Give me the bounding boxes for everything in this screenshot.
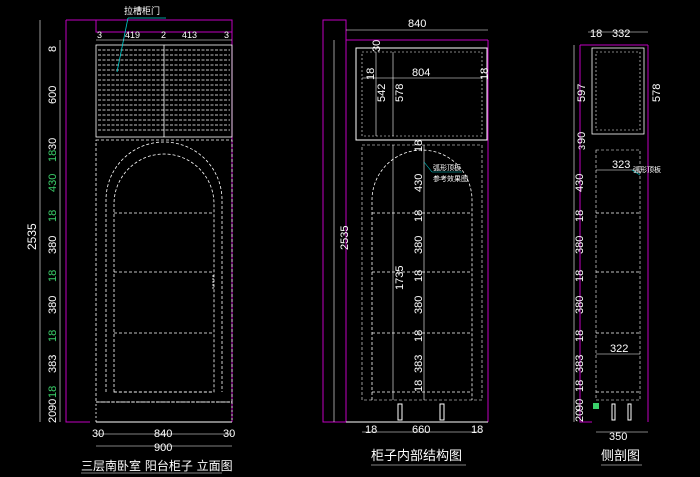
interior-side-dim-2: 18: [365, 68, 377, 80]
interior-shelf-dim-9: 18: [413, 380, 425, 392]
front-arch: [105, 141, 223, 392]
interior-box-dim-1: 542: [376, 84, 388, 102]
front-left-dim-3: 30: [47, 138, 59, 150]
interior-side-dim-3: 18: [479, 68, 491, 80]
front-left-dim-2: 600: [47, 86, 59, 104]
side-section-view: 18 332 597 578 3 90 430 18 380 18 380 18…: [573, 28, 663, 466]
side-shelf-dim-2: 18: [574, 210, 586, 222]
front-left-dim-5: 430: [47, 174, 59, 192]
side-shelf-dim-9: 90: [574, 399, 586, 411]
interior-shelf-dim-1: 18: [413, 140, 425, 152]
side-view-title: 侧剖图: [601, 449, 640, 464]
front-top-dim-4: 413: [182, 30, 197, 40]
side-top-dim-2: 332: [612, 28, 630, 40]
interior-note-arched-top: 弧形顶板: [433, 163, 461, 172]
front-left-dim-13: 90: [47, 399, 59, 411]
side-dim-323: 323: [612, 159, 630, 171]
side-depth: 350: [609, 431, 627, 443]
interior-top-width: 840: [408, 18, 426, 30]
front-total-height: 2535: [25, 223, 39, 250]
interior-shelf-dim-7: 18: [413, 330, 425, 342]
front-total-width: 900: [154, 442, 172, 454]
slatted-door-pattern: [98, 49, 230, 131]
interior-view: 840 804 30 18 18 542 578 2535 1735 18 43…: [322, 18, 491, 466]
side-shelf-dim-10: 20: [574, 410, 586, 422]
interior-box-dim-2: 578: [394, 84, 406, 102]
front-bottom-dim-2: 840: [154, 428, 172, 440]
interior-top-box: [355, 47, 488, 141]
side-shelf-dim-5: 380: [574, 296, 586, 314]
front-bottom-dim-1: 30: [92, 428, 104, 440]
front-left-dim-1: 8: [47, 46, 59, 52]
front-top-dim-5: 3: [224, 30, 229, 40]
side-note-arched-top: 弧形顶板: [633, 165, 661, 174]
interior-bottom-dim-2: 660: [412, 424, 430, 436]
side-shelf-dim-3: 380: [574, 236, 586, 254]
side-shelf-dim-6: 18: [574, 330, 586, 342]
interior-side-dim-1: 30: [371, 40, 383, 52]
front-left-dim-14: 20: [47, 411, 59, 423]
front-top-dim-1: 3: [97, 30, 102, 40]
interior-shelf-dim-5: 18: [413, 270, 425, 282]
front-top-dim-2: 419: [125, 30, 140, 40]
front-left-dim-9: 380: [47, 296, 59, 314]
interior-bottom-dim-3: 18: [471, 424, 483, 436]
side-dim-322: 322: [610, 343, 628, 355]
interior-shelf-dim-3: 18: [413, 210, 425, 222]
interior-total-height: 2535: [339, 226, 351, 250]
interior-bottom-dim-1: 18: [365, 424, 377, 436]
interior-view-title: 柜子内部结构图: [371, 448, 462, 464]
front-left-dim-12: 18: [47, 386, 59, 398]
front-bottom-dim-3: 30: [223, 428, 235, 440]
interior-shelf-dim-2: 430: [413, 174, 425, 192]
side-shelf-dim-1: 430: [574, 174, 586, 192]
front-left-dim-4: 18: [47, 150, 59, 162]
interior-note-reference: 参考效果图: [433, 174, 468, 183]
side-box-dim-1: 597: [576, 84, 588, 102]
side-shelf-dim-4: 18: [574, 270, 586, 282]
side-shelf-dim-7: 383: [574, 355, 586, 373]
front-left-dim-8: 18: [47, 270, 59, 282]
front-left-dim-6: 18: [47, 210, 59, 222]
front-view-title: 三层南卧室 阳台柜子 立面图: [81, 458, 233, 473]
front-left-dim-7: 380: [47, 236, 59, 254]
interior-inner-width: 804: [412, 67, 430, 79]
side-small-dim-1: 3: [577, 145, 587, 150]
callout-slatted-door: 拉槽柜门: [124, 5, 160, 17]
side-top-dim-1: 18: [590, 28, 602, 40]
front-top-dim-3: 2: [161, 30, 166, 40]
side-small-dim-2: 90: [576, 132, 588, 144]
front-left-dim-10: 18: [47, 330, 59, 342]
interior-center-height: 1735: [394, 266, 406, 290]
interior-shelf-dim-6: 380: [413, 296, 425, 314]
side-box-dim-2: 578: [651, 84, 663, 102]
interior-shelf-dim-4: 380: [413, 236, 425, 254]
front-left-dim-11: 383: [47, 355, 59, 373]
side-shelf-dim-8: 18: [574, 380, 586, 392]
interior-shelf-dim-8: 383: [413, 355, 425, 373]
front-elevation: 拉槽柜门 3 419 2 413 3 8 600 30 18 430 18 38…: [25, 5, 235, 474]
